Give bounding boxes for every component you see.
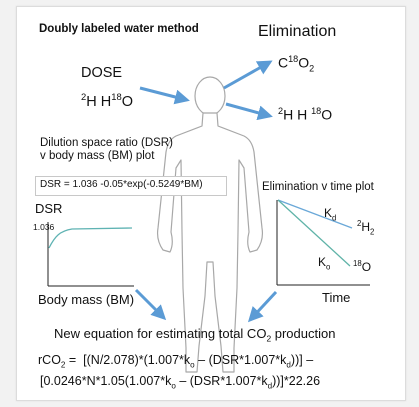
elim-plot-title: Elimination v time plot [262, 181, 374, 193]
body-to-co2-arrow [223, 60, 273, 90]
ko-line [277, 199, 351, 267]
dose-formula: 2H H18O [81, 91, 133, 110]
body-to-water-arrow [225, 102, 273, 121]
elimination-heading: Elimination [258, 23, 337, 40]
elimination-co2: C18O2 [278, 54, 315, 74]
kd-species-label: 2H2 [357, 219, 375, 237]
elim-plot-to-equation-arrow [247, 290, 278, 323]
elim-plot [276, 199, 370, 286]
equation-heading: New equation for estimating total CO2 pr… [54, 326, 336, 344]
ko-label: Ko [318, 255, 331, 272]
dsr-y-axis-label: DSR [35, 201, 63, 216]
dsr-plot-heading-line1: Dilution space ratio (DSR) [40, 137, 173, 149]
dsr-plot [47, 222, 134, 287]
kd-label: Kd [324, 206, 337, 223]
dsr-curve [48, 227, 133, 249]
dsr-y-tick-label: 1.036 [33, 222, 55, 232]
dose-label: DOSE [81, 65, 123, 81]
ko-species-label: 18O [353, 259, 372, 274]
kd-line [277, 199, 353, 229]
dsr-equation-box [35, 176, 227, 196]
dsr-x-axis-label: Body mass (BM) [38, 292, 135, 307]
equation-line1: rCO2 = [(N/2.078)*(1.007*ko – (DSR*1.007… [38, 353, 314, 370]
equation-line2: [0.0246*N*1.05(1.007*ko – (DSR*1.007*kd)… [40, 374, 321, 391]
dsr-plot-to-equation-arrow [134, 288, 167, 321]
figure-title: Doubly labeled water method [39, 23, 199, 35]
dsr-equation: DSR = 1.036 -0.05*exp(-0.5249*BM) [40, 179, 203, 190]
dsr-plot-heading-line2: v body mass (BM) plot [40, 150, 155, 162]
elimination-water: 2H H 18O [278, 106, 333, 123]
flow-arrows [134, 60, 278, 323]
elim-x-axis-label: Time [322, 290, 351, 305]
dose-to-body-arrow [139, 86, 190, 105]
